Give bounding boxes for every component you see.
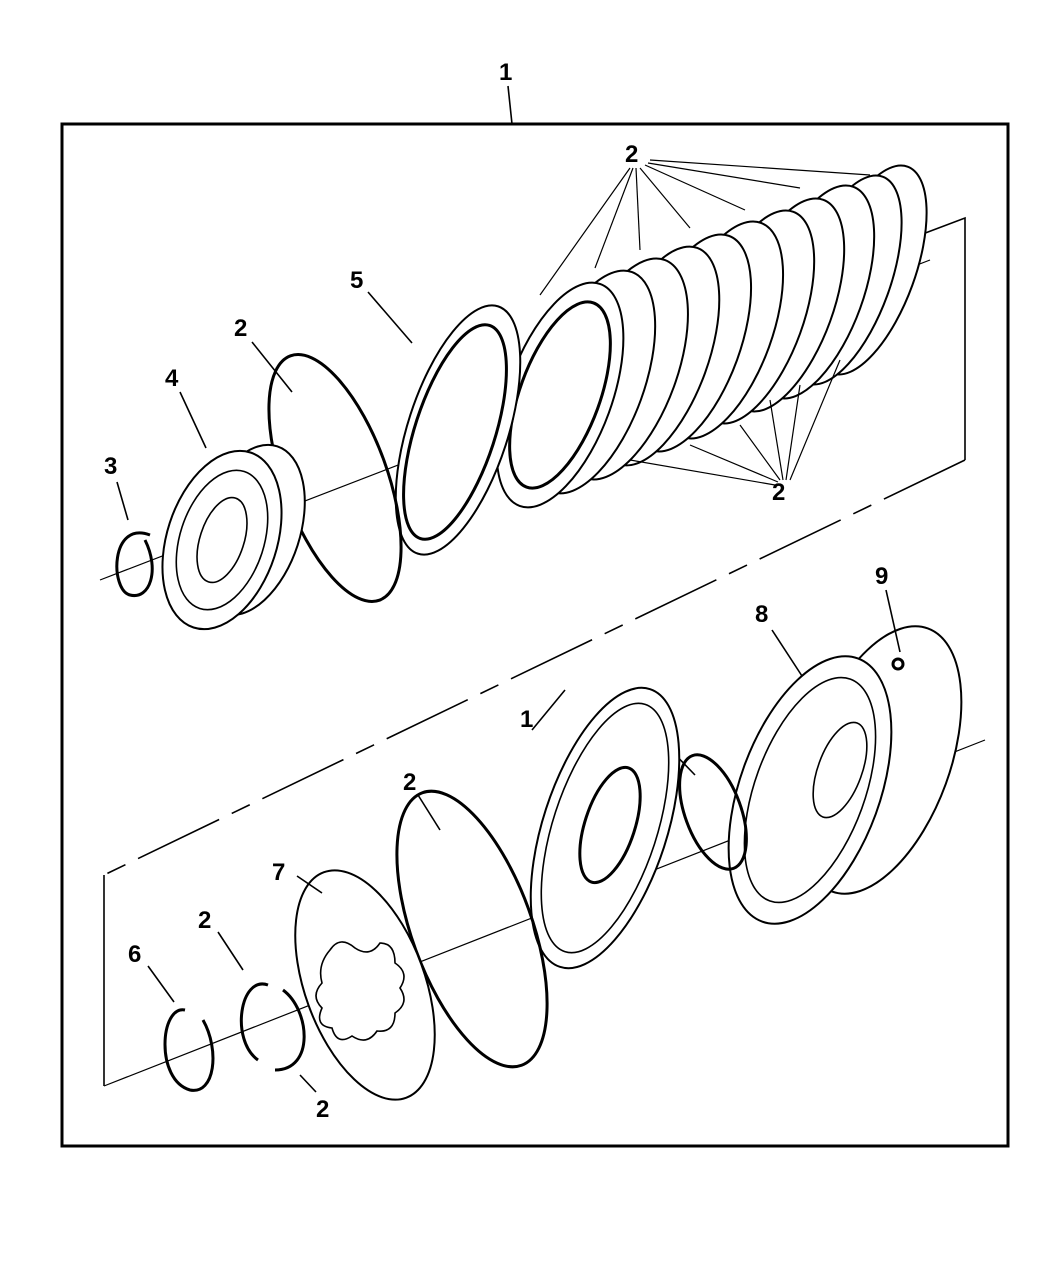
callout-2-seal-large: 2 [403, 769, 416, 796]
leader-1-piston [531, 689, 566, 731]
callout-5: 5 [350, 267, 363, 294]
leader-2-seal-large [417, 794, 441, 831]
leader-1-top [507, 85, 513, 125]
callout-2-plates-top: 2 [625, 141, 638, 168]
clutch-plate-stack [495, 164, 928, 509]
clutch-retainer [727, 625, 963, 925]
leader-5 [367, 291, 413, 344]
assembly-frame [60, 122, 1010, 1148]
callout-2-clip-b: 2 [316, 1096, 329, 1123]
callout-8: 8 [755, 601, 768, 628]
retainer-clip-a [239, 982, 269, 1062]
pressure-plate [394, 304, 522, 556]
leader-2-clip-a [217, 931, 244, 971]
leader-2-ring [251, 341, 293, 393]
leaders-2-plates-bottom [629, 359, 841, 486]
callout-6: 6 [128, 941, 141, 968]
axis-dash-connector [103, 459, 966, 876]
leader-7 [296, 875, 323, 894]
check-ball [891, 657, 905, 671]
leader-3 [116, 481, 129, 521]
callout-9: 9 [875, 563, 888, 590]
callout-2-clip-a: 2 [198, 907, 211, 934]
leader-2-clip-b [299, 1074, 317, 1093]
leader-4 [179, 391, 207, 449]
pressure-plate-inner [402, 323, 508, 541]
leaders-2-plates-top [539, 159, 871, 296]
callout-7: 7 [272, 859, 285, 886]
snap-ring-small [115, 531, 154, 597]
callout-4: 4 [165, 365, 179, 392]
leader-6 [147, 965, 175, 1003]
belleville-spring [294, 869, 436, 1101]
hub [161, 443, 306, 631]
leader-8 [771, 629, 803, 677]
spring-inner-teeth [315, 941, 405, 1041]
callout-2-plates-bottom: 2 [772, 479, 785, 506]
bracket-top-right [919, 216, 966, 460]
callout-3: 3 [104, 453, 117, 480]
callout-1-top: 1 [499, 59, 512, 86]
retainer-clip-b [274, 988, 306, 1072]
snap-ring-6 [163, 1008, 215, 1092]
callout-2-ring: 2 [234, 315, 247, 342]
inner-seal [678, 753, 748, 871]
callout-1-piston: 1 [520, 706, 533, 733]
piston [529, 686, 681, 970]
leader-9 [885, 589, 901, 653]
